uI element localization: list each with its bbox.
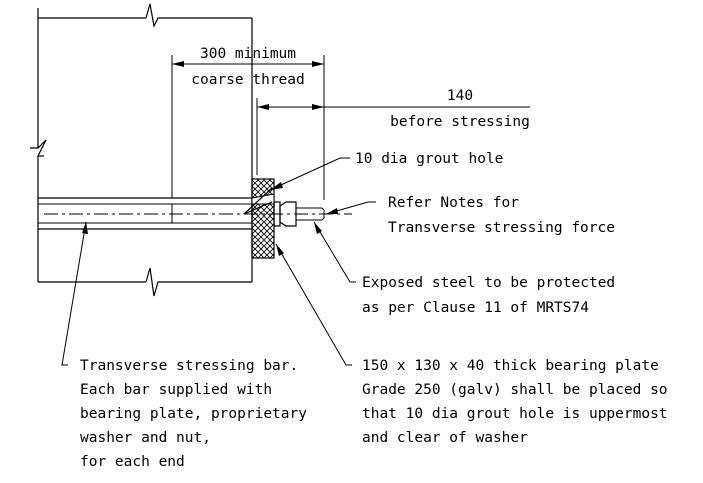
callout-refer-notes: Refer Notes for Transverse stressing for… bbox=[325, 195, 615, 236]
bearing-plate-line-2: Grade 250 (galv) shall be placed so bbox=[362, 382, 668, 398]
stressing-bar-line-1: Transverse stressing bar. bbox=[80, 358, 298, 374]
stressing-bar-line-4: washer and nut, bbox=[80, 430, 211, 446]
exposed-steel-line-1: Exposed steel to be protected bbox=[362, 275, 615, 291]
coarse-thread-label-top: 300 minimum bbox=[200, 46, 296, 62]
callout-stressing-bar: Transverse stressing bar. Each bar suppl… bbox=[61, 221, 307, 470]
stressing-bar-line-2: Each bar supplied with bbox=[80, 382, 272, 398]
stressing-bar bbox=[38, 197, 352, 230]
dimension-coarse-thread: 300 minimum coarse thread bbox=[171, 46, 325, 200]
grout-hole-label: 10 dia grout hole bbox=[355, 151, 503, 167]
exposed-steel-line-2: as per Clause 11 of MRTS74 bbox=[362, 300, 589, 316]
before-stressing-label-top: 140 bbox=[447, 88, 473, 104]
callout-grout-hole: 10 dia grout hole bbox=[269, 151, 503, 191]
bearing-plate-line-1: 150 x 130 x 40 thick bearing plate bbox=[362, 358, 659, 374]
refer-notes-line-1: Refer Notes for bbox=[388, 195, 519, 211]
bearing-plate-line-4: and clear of washer bbox=[362, 430, 528, 446]
callout-exposed-steel: Exposed steel to be protected as per Cla… bbox=[313, 221, 615, 316]
bearing-plate-line-3: that 10 dia grout hole is uppermost bbox=[362, 406, 668, 422]
stressing-bar-line-3: bearing plate, proprietary bbox=[80, 406, 307, 422]
coarse-thread-label-bottom: coarse thread bbox=[191, 72, 305, 88]
before-stressing-label-bottom: before stressing bbox=[390, 114, 530, 130]
dimension-before-stressing: 140 before stressing bbox=[256, 88, 530, 175]
stressing-bar-line-5: for each end bbox=[80, 454, 185, 470]
callout-bearing-plate: 150 x 130 x 40 thick bearing plate Grade… bbox=[275, 243, 668, 446]
washer-and-nut bbox=[273, 201, 325, 227]
bearing-plate bbox=[243, 178, 275, 259]
refer-notes-line-2: Transverse stressing force bbox=[388, 220, 615, 236]
